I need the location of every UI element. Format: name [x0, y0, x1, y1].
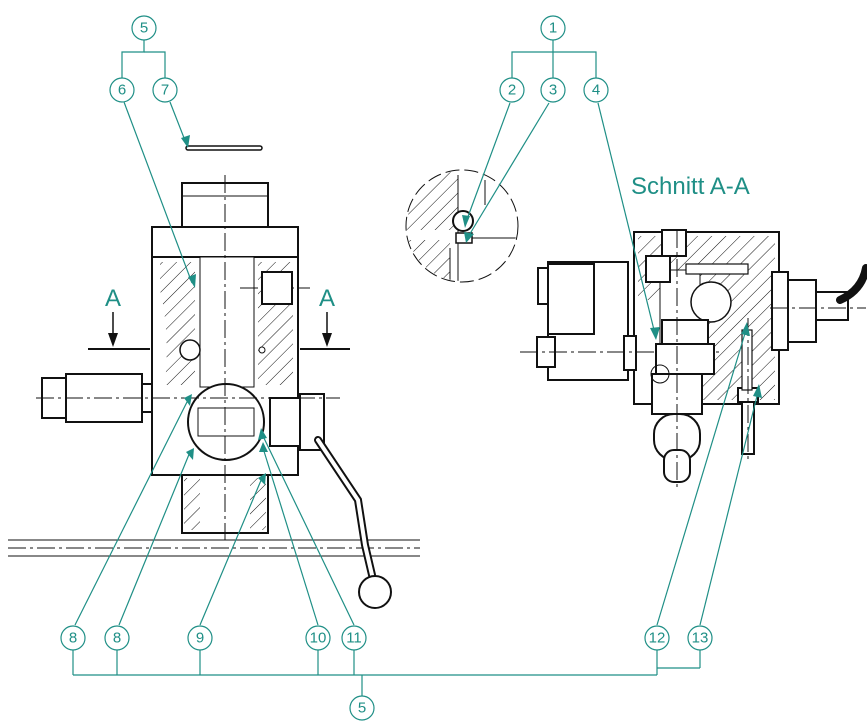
side-port: [179, 339, 201, 361]
balloon-1: 1: [540, 15, 566, 41]
bracket-5-top-right: [144, 51, 166, 78]
balloon-13: 13: [687, 625, 713, 651]
bracket-1: [511, 40, 554, 78]
svg-text:5: 5: [358, 700, 366, 717]
balloon-8a: 8: [60, 625, 86, 651]
detail-seal: [455, 232, 473, 244]
leader-11: [261, 433, 355, 626]
section-arrow-right: [322, 333, 332, 347]
svg-text:4: 4: [592, 82, 600, 99]
leader-7: [169, 101, 187, 144]
balloon-5-top: 5: [131, 15, 157, 41]
svg-text:1: 1: [549, 20, 557, 37]
svg-text:2: 2: [508, 82, 516, 99]
arrow-4: [650, 327, 660, 340]
section-solenoid-flange: [623, 335, 637, 371]
arrow-3: [464, 232, 474, 243]
detail-oring: [452, 210, 474, 232]
svg-text:8: 8: [113, 630, 121, 647]
svg-text:5: 5: [140, 20, 148, 37]
leader-8b: [118, 451, 191, 626]
ball-bore: [197, 407, 255, 437]
leader-10: [262, 447, 319, 626]
outlet-hatch-right: [250, 478, 266, 530]
balloon-5-bottom: 5: [349, 695, 375, 721]
section-label-right: A: [319, 285, 335, 312]
stem-nut: [269, 397, 301, 447]
leader-8a: [74, 399, 189, 626]
section-top-plug: [661, 229, 687, 257]
section-title: Schnitt A-A: [631, 173, 750, 200]
svg-text:8: 8: [69, 630, 77, 647]
section-view: Schnitt A-A: [520, 173, 867, 490]
cartridge-mid: [655, 343, 715, 375]
svg-text:7: 7: [161, 82, 169, 99]
leader-13: [699, 391, 759, 626]
arrow-8b: [186, 448, 194, 460]
leader-9: [199, 477, 263, 626]
detail-view: [405, 169, 519, 283]
section-label-left: A: [105, 285, 121, 312]
balloon-11: 11: [341, 625, 367, 651]
balloon-3: 3: [540, 77, 566, 103]
svg-text:10: 10: [310, 630, 327, 647]
svg-text:3: 3: [549, 82, 557, 99]
outlet-hatch-left: [184, 478, 200, 530]
leader-3: [467, 102, 550, 238]
left-view: A A: [8, 145, 420, 609]
arrow-9: [258, 473, 266, 485]
pin: [185, 145, 263, 151]
balloon-4: 4: [583, 77, 609, 103]
bracket-1-right: [553, 51, 597, 78]
balloon-9: 9: [187, 625, 213, 651]
bore: [199, 256, 255, 388]
bracket-5-top: [121, 40, 145, 78]
balloon-10: 10: [305, 625, 331, 651]
balloon-2: 2: [499, 77, 525, 103]
svg-text:6: 6: [118, 82, 126, 99]
arrow-7: [181, 135, 190, 148]
balloon-8b: 8: [104, 625, 130, 651]
balloon-7: 7: [152, 77, 178, 103]
leader-6: [123, 101, 193, 284]
balloon-12: 12: [644, 625, 670, 651]
balloons: 5 6 7 1 2 3 4 8 8 9 10 11 12 13 5: [60, 15, 713, 721]
leader-4: [597, 102, 656, 335]
svg-text:11: 11: [346, 630, 362, 647]
arrow-6: [188, 274, 196, 288]
leader-2: [465, 102, 511, 223]
section-top-nut: [645, 255, 671, 283]
arrow-12: [741, 322, 750, 336]
cartridge-top: [661, 319, 709, 345]
port-fitting: [261, 271, 293, 305]
svg-text:12: 12: [649, 630, 666, 647]
handle-lever-inner: [316, 438, 374, 577]
section-handle-nut: [787, 279, 817, 343]
arrow-10: [259, 442, 268, 452]
balloon-6: 6: [109, 77, 135, 103]
arrow-13: [753, 384, 762, 398]
leader-12: [656, 329, 747, 626]
handle-knob: [358, 575, 392, 609]
cartridge-detail-mark: [650, 364, 670, 384]
arrow-8a: [184, 394, 192, 406]
section-solenoid-coil: [547, 263, 595, 335]
svg-text:13: 13: [692, 630, 709, 647]
arrow-2: [462, 215, 470, 228]
leader-lines: [72, 40, 762, 698]
section-ball: [690, 281, 732, 323]
section-handle-block: [771, 271, 789, 351]
arrow-11: [258, 428, 267, 440]
section-handle-grip: [836, 264, 867, 304]
handle-lever: [314, 436, 376, 579]
small-port: [258, 346, 266, 354]
section-side-pin: [685, 263, 749, 275]
svg-text:9: 9: [196, 630, 204, 647]
section-arrow-left: [108, 333, 118, 347]
